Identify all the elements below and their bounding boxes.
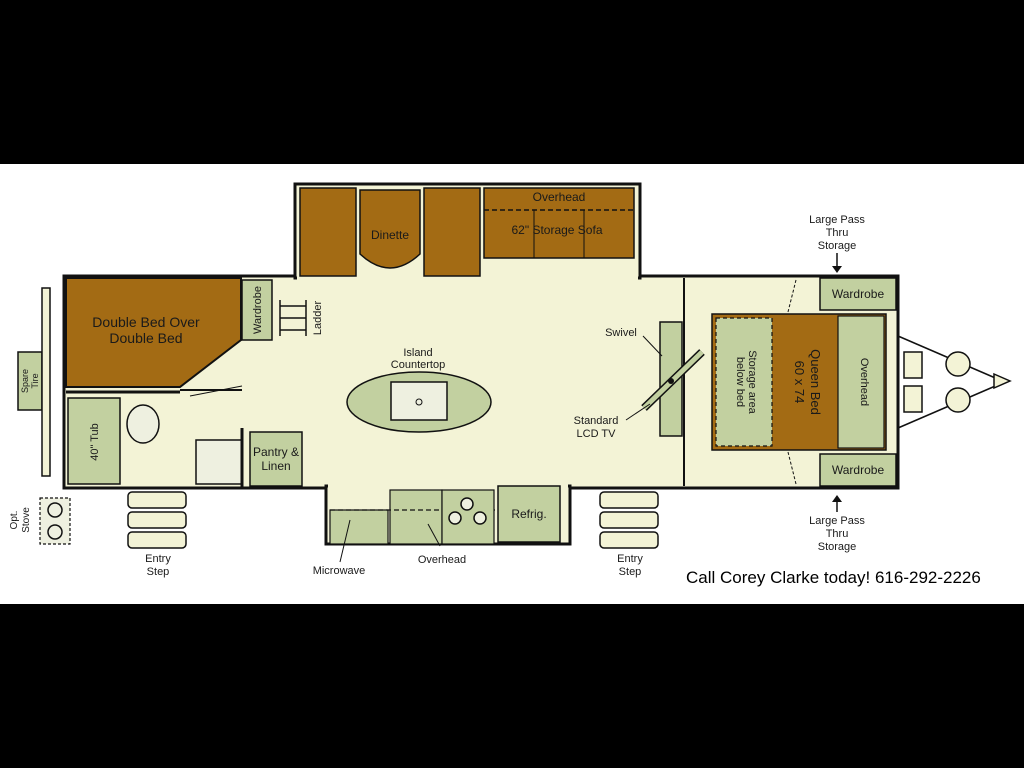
bathtub [67, 397, 121, 485]
entry-step-left-label-1: Entry [145, 553, 171, 565]
pass-thru-top-3: Storage [818, 240, 857, 252]
spare-tire-label-2: Tire [30, 373, 40, 388]
arrow-down-icon [832, 266, 842, 273]
pantry-label-2: Linen [261, 459, 290, 473]
wardrobe-left-label: Wardrobe [252, 286, 264, 334]
wardrobe-top-label: Wardrobe [832, 287, 885, 301]
pantry-linen [249, 431, 303, 487]
microwave-label: Microwave [313, 565, 366, 577]
microwave-cabinet [329, 509, 389, 545]
double-bed-label-2: Double Bed [109, 330, 182, 346]
arrow-up-icon [832, 495, 842, 502]
spare-tire-label-1: Spare [20, 369, 30, 393]
swivel-label: Swivel [605, 327, 637, 339]
dinette-table [359, 189, 421, 269]
dinette-bench-left [299, 187, 357, 277]
storage-sofa [483, 187, 635, 259]
kitchen-counter [389, 489, 443, 545]
overhead-kitchen-label: Overhead [418, 554, 466, 566]
storage-sofa-label: 62" Storage Sofa [512, 223, 603, 237]
bathroom-sink [195, 439, 243, 485]
hitch-icon [897, 335, 1012, 429]
refrig-label: Refrig. [511, 507, 546, 521]
pass-thru-bottom-1: Large Pass [809, 515, 865, 527]
dinette-label: Dinette [371, 228, 409, 242]
overhead-top-label: Overhead [533, 190, 586, 204]
toilet [126, 404, 160, 444]
tv-label-2: LCD TV [577, 428, 617, 440]
entry-step-right-label-1: Entry [617, 553, 643, 565]
opt-stove-label-1: Opt. [9, 511, 20, 530]
entry-step-right [599, 491, 659, 549]
storage-below-bed [715, 317, 773, 447]
pass-thru-bottom-2: Thru [826, 528, 849, 540]
pass-thru-top-1: Large Pass [809, 214, 865, 226]
refrigerator [497, 485, 561, 543]
queen-bed-label-1: Queen Bed [808, 349, 823, 415]
opt-stove [39, 497, 71, 545]
double-bed [65, 277, 242, 388]
rear-bumper [41, 287, 51, 477]
pantry-label-1: Pantry & [253, 445, 299, 459]
bedroom-overhead [837, 315, 885, 449]
island-sink [390, 381, 448, 421]
pass-thru-top-2: Thru [826, 227, 849, 239]
storage-below-bed-label-1: Storage area [746, 350, 758, 414]
dinette-bench-right [423, 187, 481, 277]
wardrobe-bottom-label: Wardrobe [832, 463, 885, 477]
opt-stove-label-2: Stove [21, 507, 32, 533]
ladder-icon [279, 300, 307, 336]
wardrobe-top [819, 277, 897, 311]
entry-step-right-label-2: Step [619, 566, 642, 578]
island-label-1: Island [403, 347, 432, 359]
spare-tire [17, 351, 43, 411]
pass-thru-bottom-3: Storage [818, 541, 857, 553]
double-bed-label-1: Double Bed Over [92, 314, 200, 330]
storage-below-bed-label-2: below bed [734, 357, 746, 407]
tv-label-1: Standard [574, 415, 619, 427]
overhead-bedroom-label: Overhead [858, 358, 870, 406]
queen-bed-label-2: 60 x 74 [792, 361, 807, 404]
wardrobe-bottom [819, 453, 897, 487]
call-to-action: Call Corey Clarke today! 616-292-2226 [686, 568, 981, 587]
wardrobe-left [241, 279, 273, 341]
entry-step-left [127, 491, 187, 549]
slideout-gap [297, 274, 638, 280]
ladder-label: Ladder [312, 301, 324, 336]
kitchen-gap [328, 482, 568, 488]
island-label-2: Countertop [391, 359, 445, 371]
tub-label: 40" Tub [89, 423, 101, 461]
entry-step-left-label-2: Step [147, 566, 170, 578]
